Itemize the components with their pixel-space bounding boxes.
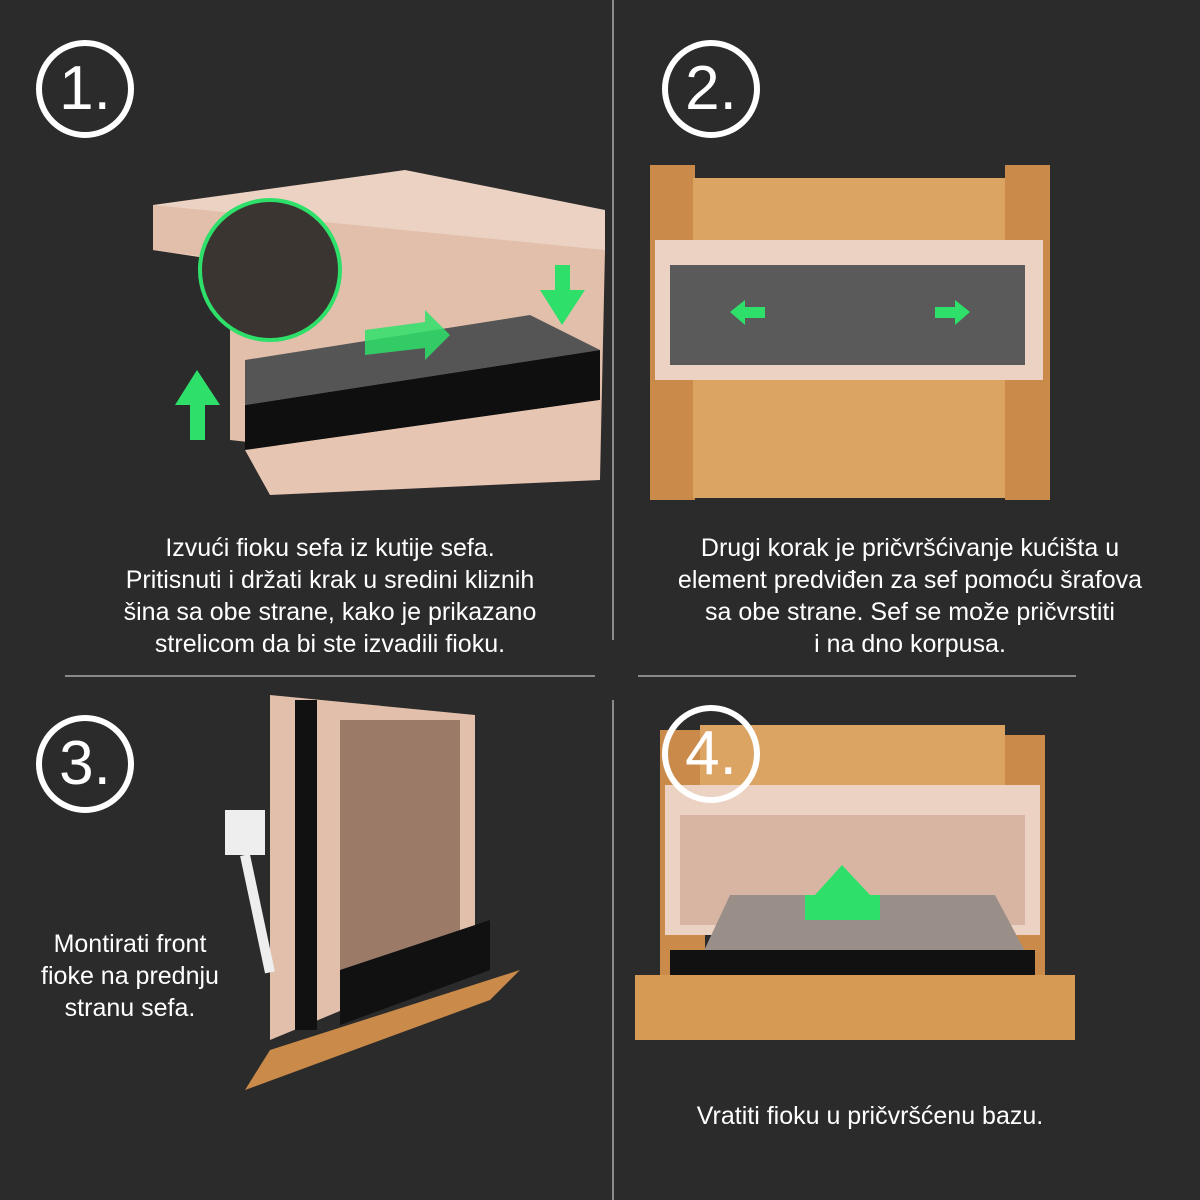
step-3-number: 3. xyxy=(36,715,134,813)
step-4-caption: Vratiti fioku u pričvršćenu bazu. xyxy=(696,1102,1044,1130)
step-2-number: 2. xyxy=(662,40,760,138)
step-4-number: 4. xyxy=(662,705,760,803)
divider-vertical-bottom xyxy=(612,700,614,1200)
divider-vertical-top xyxy=(612,0,614,640)
divider-horizontal-right xyxy=(638,675,1076,677)
step-2-caption: Drugi korak je pričvršćivanje kućišta u … xyxy=(677,534,1143,658)
divider-horizontal-left xyxy=(65,675,595,677)
step-3-caption: Montirati front fioke na prednju stranu … xyxy=(41,930,219,1022)
step-1-illustration xyxy=(153,170,605,495)
step-1-number: 1. xyxy=(36,40,134,138)
step-4-illustration xyxy=(635,725,1075,1040)
step-1-caption: Izvući fioku sefa iz kutije sefa. Pritis… xyxy=(123,534,537,658)
step-2-illustration xyxy=(650,165,1050,500)
step-3-illustration xyxy=(225,695,520,1090)
